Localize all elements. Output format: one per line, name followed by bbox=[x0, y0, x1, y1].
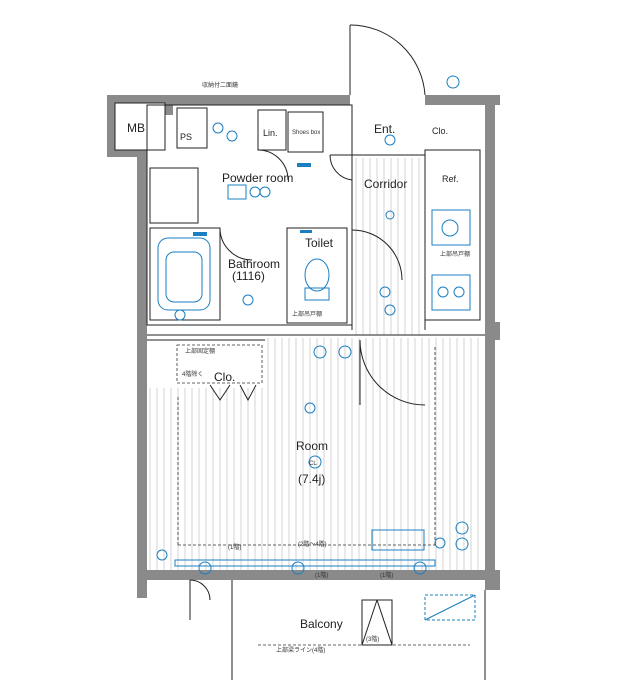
bathroom-size: (1116) bbox=[232, 269, 265, 283]
shoes-box-label: Shoes box bbox=[292, 130, 320, 136]
doors bbox=[189, 24, 426, 620]
upper-fixed-shelf-note: 上部固定棚 bbox=[185, 347, 215, 355]
entrance-label: Ent. bbox=[374, 122, 395, 136]
room-closet-label: Clo. bbox=[214, 370, 235, 384]
room-size: (7.4j) bbox=[298, 472, 325, 486]
powder-room-label: Powder room bbox=[222, 171, 293, 185]
mirror-cabinet-note: 収納付二面鏡 bbox=[202, 81, 238, 89]
floor1-note: (1階) bbox=[228, 543, 241, 551]
closet-top-label: Clo. bbox=[432, 126, 448, 136]
floor2-4-note: (2階～4階) bbox=[298, 540, 327, 548]
floor1-sill-note: (1階) bbox=[315, 571, 328, 579]
mb-label: MB bbox=[127, 121, 145, 135]
ceiling-light-label: CL bbox=[309, 461, 317, 467]
toilet-label: Toilet bbox=[305, 236, 334, 250]
refrigerator-label: Ref. bbox=[442, 174, 459, 184]
interior-walls bbox=[114, 102, 485, 384]
fixtures bbox=[156, 75, 476, 621]
bathroom-label: Bathroom bbox=[228, 257, 280, 271]
toilet-upper-cabinet-note: 上部吊戸棚 bbox=[292, 310, 322, 318]
linen-label: Lin. bbox=[263, 128, 278, 138]
balcony-outline bbox=[177, 345, 486, 680]
corridor-label: Corridor bbox=[364, 177, 407, 191]
floor4-note: 4階除く bbox=[182, 370, 203, 378]
beam-line-note: 上部梁ライン(4階) bbox=[276, 646, 325, 654]
upper-cabinet-note: 上部吊戸棚 bbox=[440, 250, 470, 258]
room-label: Room bbox=[296, 439, 328, 453]
floor3-note: (3階) bbox=[366, 635, 379, 643]
walls bbox=[107, 95, 500, 598]
ps-label: PS bbox=[180, 132, 192, 142]
balcony-label: Balcony bbox=[300, 617, 343, 631]
room-floor-stripes bbox=[149, 338, 479, 570]
floor1-sill-note-2: (1階) bbox=[380, 571, 393, 579]
